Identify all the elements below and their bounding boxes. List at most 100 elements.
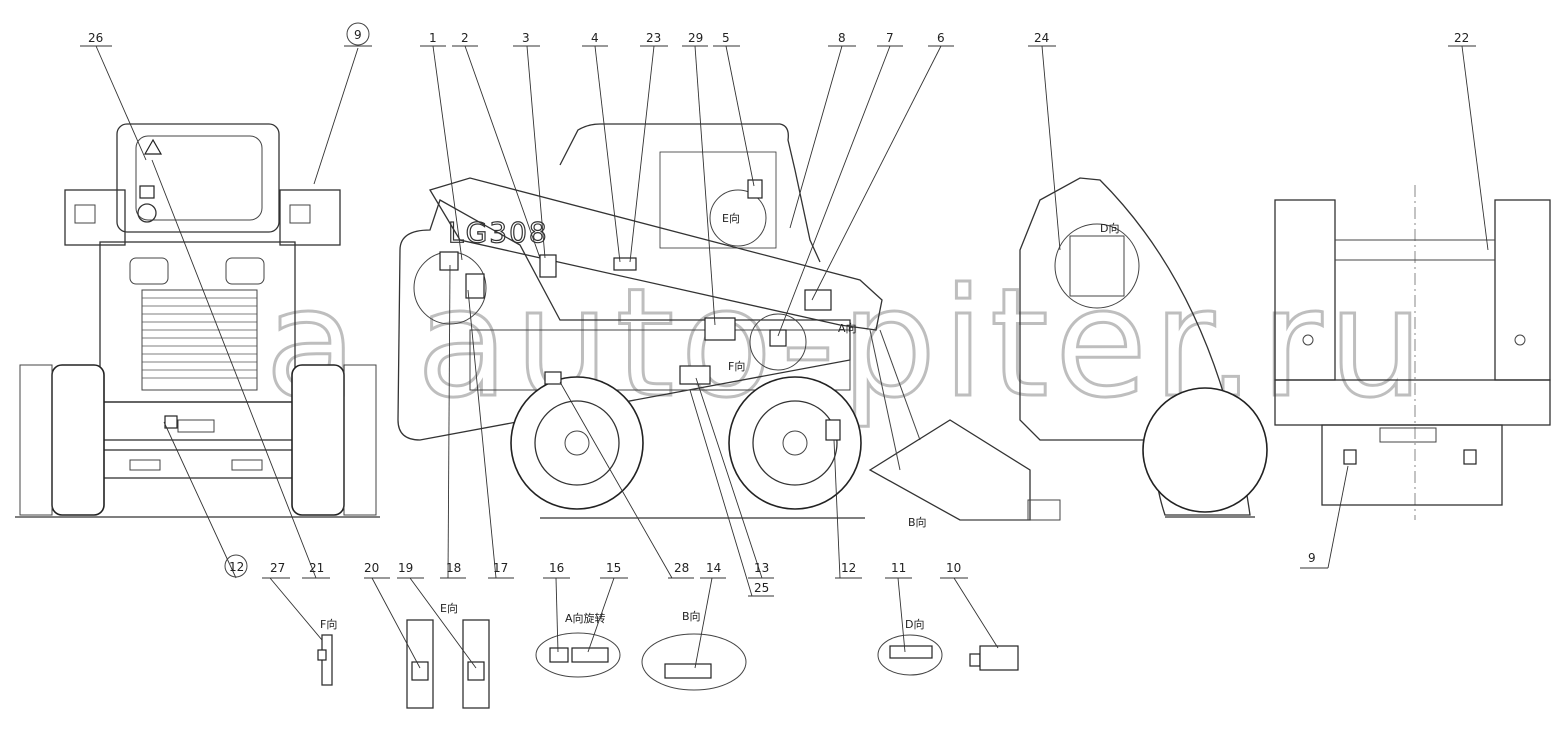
front-right-tire [291,364,345,516]
front-lamp-left [129,257,169,285]
safety-decal-icon [465,273,485,299]
model-marking: LG308 [448,216,549,249]
b-view-label: B向 [908,515,927,529]
safety-decal-icon [571,647,609,663]
callout-12-side: 12 [841,561,856,575]
callout-26: 26 [88,31,103,45]
safety-decal-icon [747,179,763,199]
side-frame [469,329,851,391]
side-front-rim [752,400,838,486]
d-view-label: D向 [1100,221,1119,235]
callout-14: 14 [706,561,721,575]
callout-24: 24 [1034,31,1049,45]
front-left-tire [51,364,105,516]
safety-decal-icon [825,419,841,441]
front-view [15,123,380,518]
callout-23: 23 [646,31,661,45]
safety-decal-icon [139,185,155,199]
callout-27: 27 [270,561,285,575]
callout-29: 29 [688,31,703,45]
callout-18: 18 [446,561,461,575]
d-view-panel: D向 [1019,177,1268,518]
callouts: 26 9 1 2 3 4 23 29 5 8 7 6 24 22 12 21 1… [88,22,1469,595]
callout-5: 5 [722,31,730,45]
f-detail-label: F向 [320,617,337,631]
callout-10: 10 [946,561,961,575]
rear-bolt-right [1514,334,1526,346]
e-detail-part-left [406,619,434,709]
front-light [137,203,157,223]
front-lamp-right [225,257,265,285]
callout-2: 2 [461,31,469,45]
e-view-circle [709,189,767,247]
rear-lower-panel [1321,424,1503,506]
right-post [279,189,341,246]
e-detail-part-right [462,619,490,709]
side-rear-hub [564,430,590,456]
a-detail-label: A向旋转 [565,611,606,625]
callout-9-circle [346,22,370,46]
left-post [64,189,126,246]
d-detail-label: D向 [905,617,924,631]
front-windshield [135,135,263,221]
d-view-inset [1069,235,1125,297]
side-bucket [868,419,1031,521]
tilt-link [869,329,901,471]
safety-decal-icon [544,371,562,385]
safety-decal-icon [439,251,459,271]
callout-20: 20 [364,561,379,575]
callout-25: 25 [754,581,769,595]
callout-22: 22 [1454,31,1469,45]
safety-decal-icon [679,365,711,385]
b-detail-label: B向 [682,609,701,623]
callout-9-top: 9 [354,28,362,42]
safety-decal-icon [889,645,933,659]
side-rear-tire [510,376,644,510]
safety-decal-icon [467,661,485,681]
safety-decal-icon [317,649,327,661]
detail-views: F向 E向 A向旋转 B向 D向 [317,601,1019,709]
front-step-left [129,459,161,471]
front-grille [141,289,258,391]
safety-decal-icon [704,317,736,341]
callout-12-circle [224,554,248,578]
front-plate [177,419,215,433]
a-view-label: A向 [838,321,857,335]
b-detail-outline [641,633,747,691]
callout-13: 13 [754,561,769,575]
callout-15: 15 [606,561,621,575]
safety-decal-icon [549,647,569,663]
front-right-fender [343,364,377,516]
callout-7: 7 [886,31,894,45]
decal-circle-7 [749,313,807,371]
callout-21: 21 [309,561,324,575]
callout-8: 8 [838,31,846,45]
front-cab-frame [116,123,280,233]
safety-decal-icon [769,329,787,347]
safety-decal-icon [979,645,1019,671]
front-step-right [231,459,263,471]
side-rear-rim [534,400,620,486]
safety-decal-icon [539,254,557,278]
safety-decal-icon [804,289,832,311]
e-view-label: E向 [722,211,740,225]
safety-decal-icon [613,257,637,271]
d-detail-outline [877,634,943,676]
a-detail-outline [535,632,621,678]
side-front-tire [728,376,862,510]
callout-11: 11 [891,561,906,575]
leader-lines [80,45,1489,669]
rear-bolt-left [1302,334,1314,346]
callout-3: 3 [522,31,530,45]
d-view-tire [1142,387,1268,513]
callout-19: 19 [398,561,413,575]
left-post-plate [74,204,96,224]
rear-plate [1379,427,1437,443]
side-boom-arm [429,177,883,331]
e-detail-label: E向 [440,601,458,615]
lift-cylinder [879,329,921,441]
callout-4: 4 [591,31,599,45]
callout-16: 16 [549,561,564,575]
right-post-plate [289,204,311,224]
